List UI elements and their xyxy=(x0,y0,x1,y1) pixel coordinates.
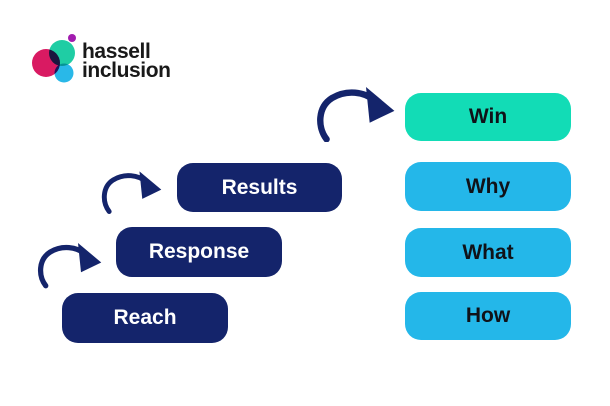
outcome-label: Win xyxy=(468,105,508,128)
outcome-pill-win: Win xyxy=(405,93,571,141)
curved-arrow-icon xyxy=(100,169,162,216)
step-label: Reach xyxy=(113,306,177,329)
question-pill-how: How xyxy=(405,292,571,340)
question-pill-why: Why xyxy=(405,162,571,211)
curved-arrow-icon xyxy=(312,87,398,142)
logo-mark-icon xyxy=(32,34,76,83)
question-label: Why xyxy=(465,174,511,198)
question-label: How xyxy=(465,304,511,327)
logo-text-line2: inclusion xyxy=(82,59,171,82)
curved-arrow-icon xyxy=(36,242,102,289)
logo-text-line1: hassell xyxy=(82,40,151,63)
step-label: Response xyxy=(148,240,250,263)
step-pill-response: Response xyxy=(116,227,282,277)
step-pill-results: Results xyxy=(177,163,342,212)
logo-text: hassell inclusion xyxy=(82,40,171,82)
question-label: What xyxy=(462,240,514,264)
question-pill-what: What xyxy=(405,228,571,277)
step-pill-reach: Reach xyxy=(62,293,228,343)
step-label: Results xyxy=(221,175,298,199)
